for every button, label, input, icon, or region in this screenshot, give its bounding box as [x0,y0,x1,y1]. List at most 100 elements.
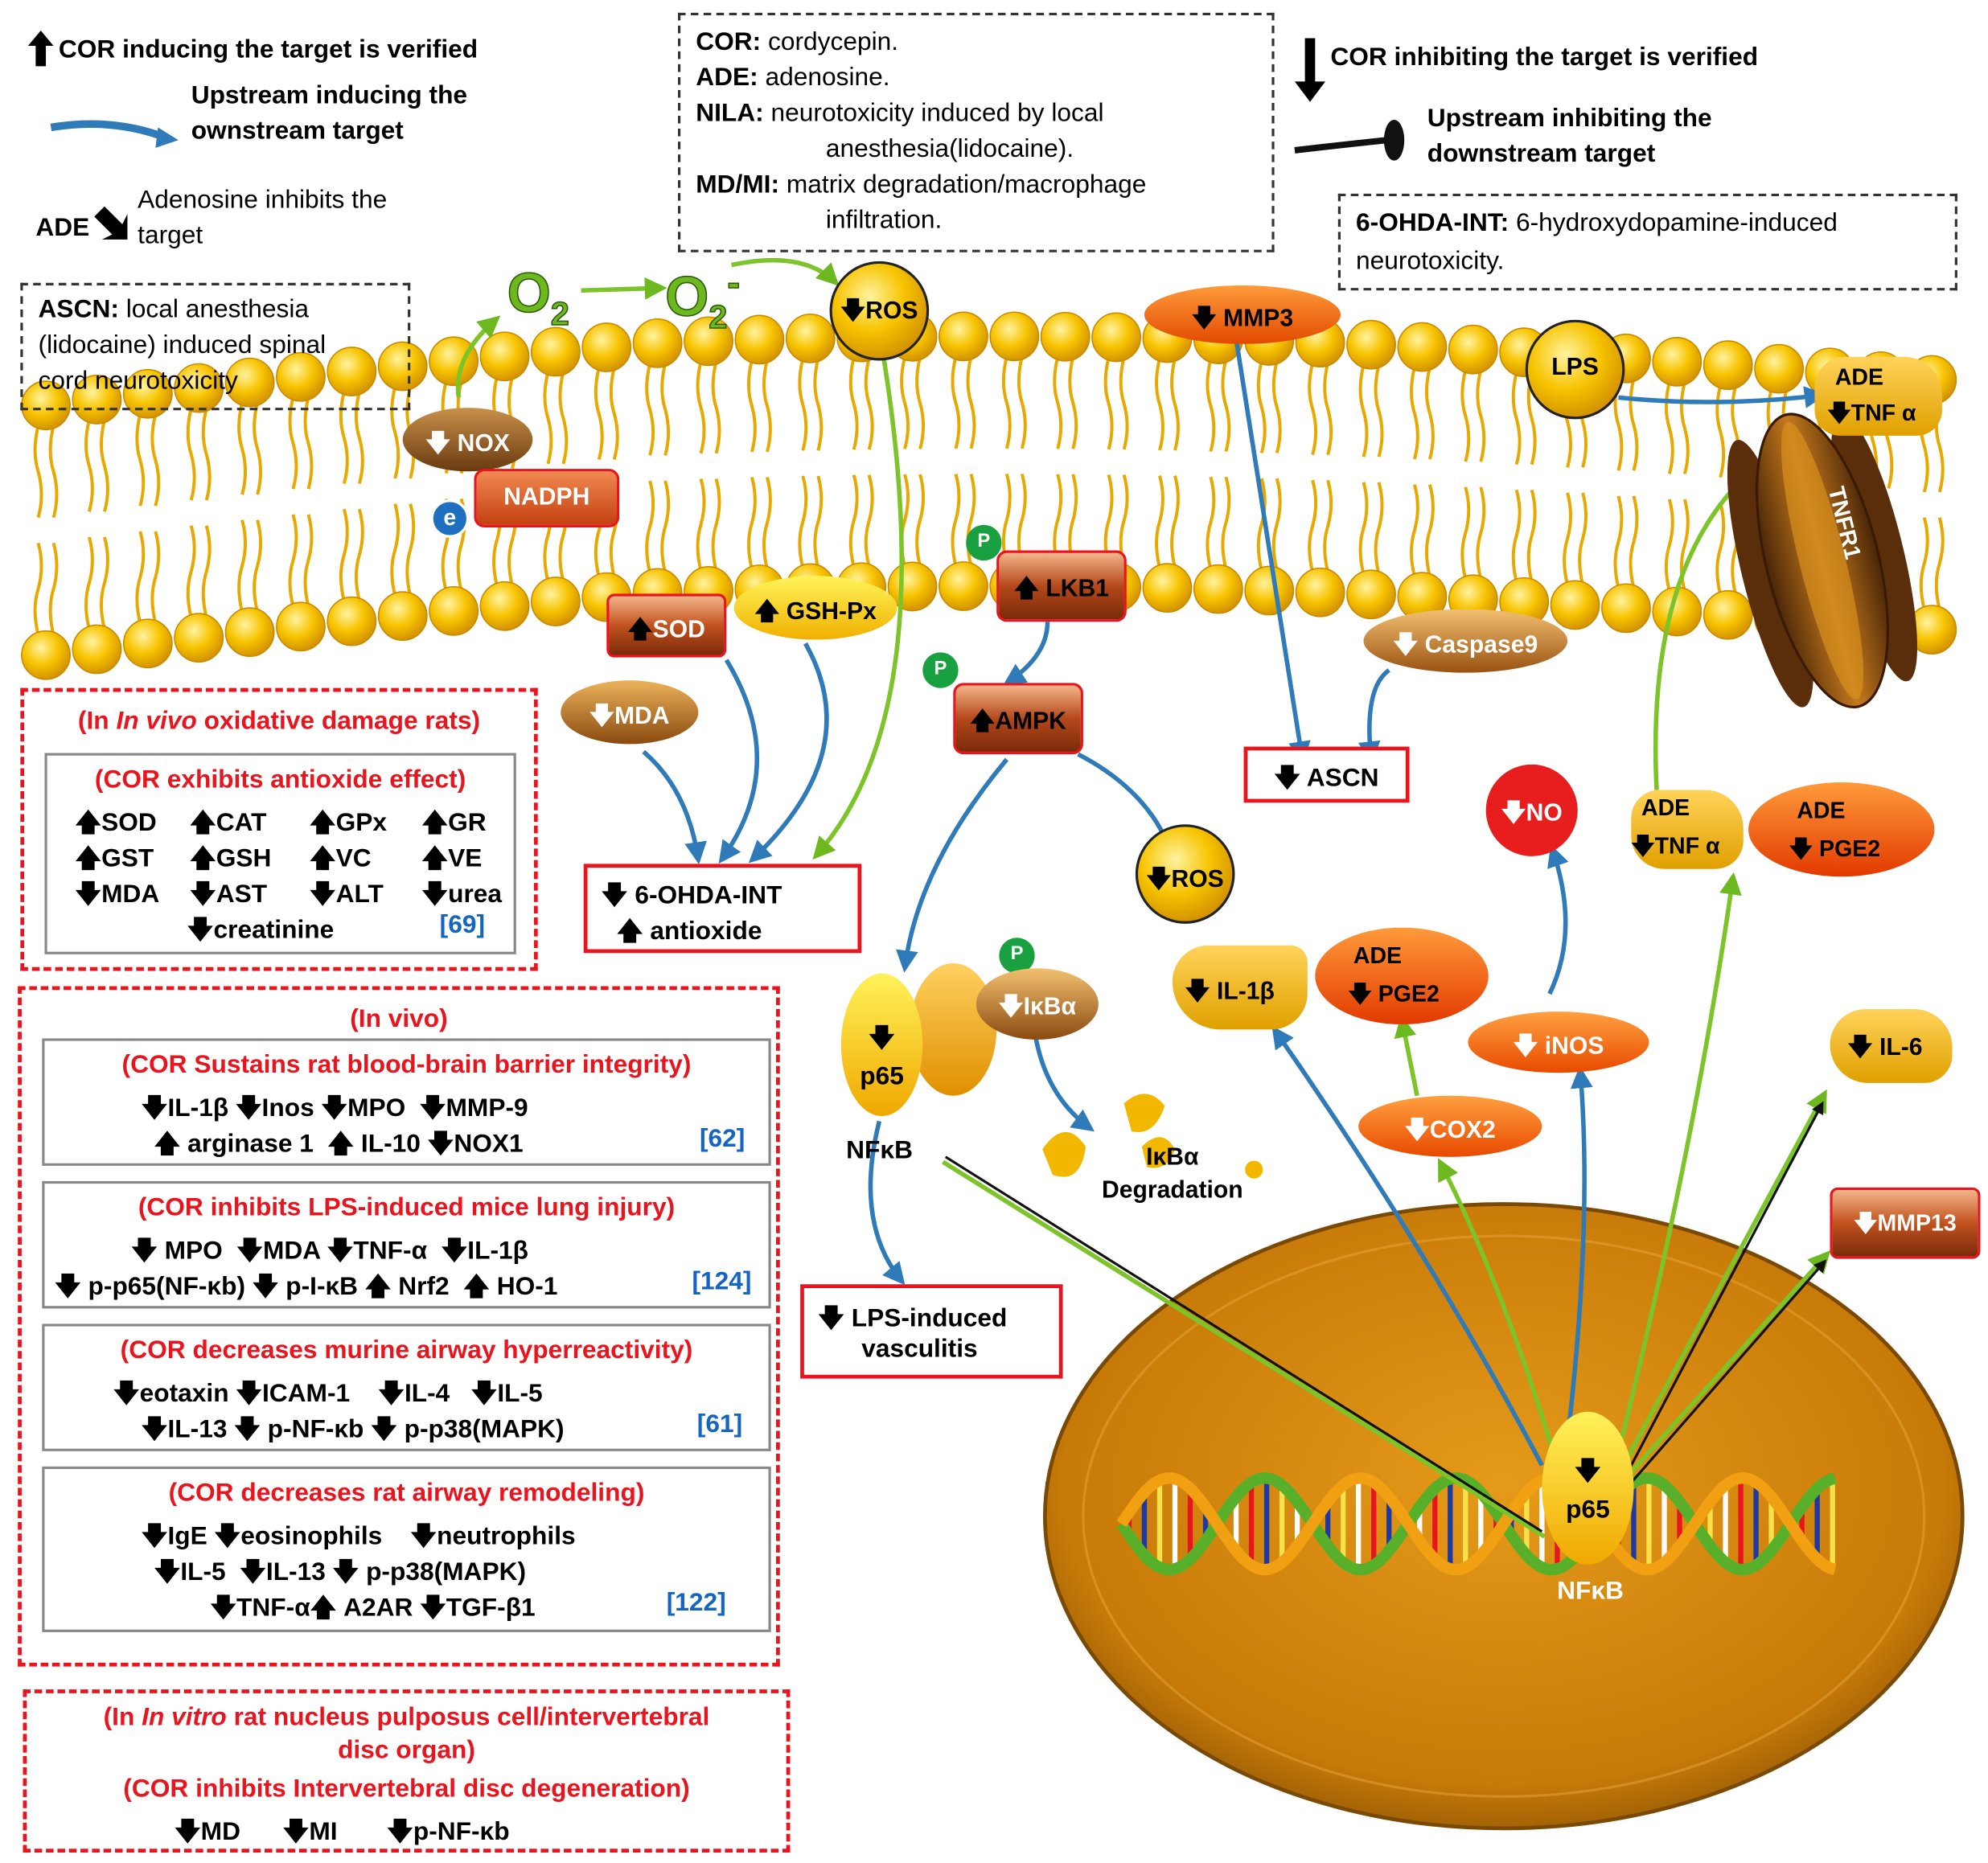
nadph-node [474,469,620,528]
sod-node [606,593,727,658]
oxidative-marker: 🡅GPx [310,809,388,838]
pge2-mid-node [1315,927,1489,1025]
airway-hyper-box: (COR decreases murine airway hyperreacti… [42,1323,771,1451]
gshpx-label: 🡅 GSH-Px [754,598,877,626]
airway-remodel-row-1: 🡇IgE 🡇eosinophils 🡇neutrophils [141,1522,576,1551]
mdmi-key: MD/MI: [696,170,780,199]
arrow-lps-to-tnf [1618,386,1827,408]
pge2-right-label: 🡇 PGE2 [1789,835,1881,862]
bbb-row-1: 🡇IL-1β 🡇Inos 🡇MPO 🡇MMP-9 [141,1094,528,1123]
phospho-ampk [922,652,959,688]
oxidative-panel-header: (In In vivo oxidative damage rats) [77,707,481,736]
oxidative-marker: 🡇MDA [75,880,160,909]
nuclear-p65-label: 🡇p65 [1566,1457,1610,1524]
legend-down-arrow-icon [1294,38,1325,102]
ikba-label: 🡇IκBα [998,993,1077,1021]
oxidative-ref: [69] [439,910,486,939]
ohda-outcome-label: 🡇 6-OHDA-INT [601,881,782,910]
legend-upstream-inhibit-1: Upstream inhibiting the [1427,104,1712,133]
ohda-value-1: 6-hydroxydopamine-induced [1515,208,1838,237]
legend-induce-verified: COR inducing the target is verified [58,35,479,64]
cor-key: COR: [696,27,762,56]
nfkb-label: NFκB [846,1136,913,1165]
arrow-o2-to-superoxide [581,277,667,300]
invitro-line-3: (COR inhibits Intervertebral disc degene… [123,1775,690,1803]
oxidative-marker: 🡅GST [75,844,154,873]
airway-hyper-ref: [61] [696,1410,743,1439]
nuclear-nfkb-label: NFκB [1557,1577,1624,1606]
tnf-ade: ADE [1641,794,1690,821]
inos-label: 🡇 iNOS [1513,1033,1604,1061]
legend-up-arrow-icon [27,31,54,67]
bbb-box: (COR Sustains rat blood-brain barrier in… [42,1038,771,1166]
invitro-line-2: disc organ) [338,1736,475,1765]
legend-upstream-induce-1: Upstream inducing the [191,81,468,110]
legend-inhibit-verified: COR inhibiting the target is verified [1330,43,1759,72]
ikba-node [976,968,1099,1040]
oxidative-marker: 🡅CAT [190,809,267,838]
arrow-nfkb-to-il6 [1621,1089,1827,1467]
invivo-header: (In vivo) [350,1005,448,1034]
arrow-nfkb-to-pge2 [1616,872,1742,1454]
tnfr1-receptor [1727,412,1918,709]
nila-key: NILA: [696,99,764,128]
airway-remodel-row-3: 🡇TNF-α🡅 A2AR 🡇TGF-β1 [210,1594,536,1623]
ikba-degradation-label-1: IκBα [1146,1143,1199,1172]
oxidative-panel: (In In vivo oxidative damage rats) (COR … [20,687,538,971]
caspase9-node [1363,609,1568,673]
cox2-label: 🡇COX2 [1404,1117,1496,1144]
oxidative-subtitle: (COR exhibits antioxide effect) [94,765,466,794]
sod-label: 🡅SOD [627,616,705,644]
lung-injury-box: (COR inhibits LPS-induced mice lung inju… [42,1180,771,1309]
superoxide-label: O2- [664,262,741,337]
arrow-lkb1-to-ampk [1003,622,1050,686]
oxidative-creatinine: 🡇creatinine [187,916,335,945]
inos-node [1468,1012,1649,1073]
o2-label: O2 [507,262,570,333]
vasculitis-label-1: 🡇 LPS-induced [818,1304,1008,1333]
ohda-value-2: neurotoxicity. [1356,247,1505,276]
ikba-degradation-label-2: Degradation [1101,1177,1243,1204]
nadph-label: NADPH [503,484,590,511]
pge2-right-node [1748,782,1935,877]
electron-label: e [443,504,457,531]
airway-remodel-row-2: 🡇IL-5 🡇IL-13 🡇 p-p38(MAPK) [154,1557,527,1586]
phospho-lkb1-label: P [977,530,991,552]
vasculitis-label-2: vasculitis [861,1335,978,1364]
invitro-panel: (In In vitro rat nucleus pulposus cell/i… [23,1689,791,1853]
bbb-ref: [62] [699,1125,746,1154]
legend-ade-prefix: ADE [35,214,90,243]
phospho-ikba-label: P [1010,942,1024,965]
antioxide-outcome-label: 🡅 antioxide [616,917,762,946]
il6-node [1830,1009,1953,1083]
mmp13-node [1830,1187,1981,1259]
legend-ade-inhibits-2: target [138,221,203,250]
arrow-nfkb-to-cox2 [1438,1158,1560,1467]
ros-top-label: 🡇ROS [840,298,918,326]
arrow-superoxide-to-ros [730,257,840,286]
ohda-key: 6-OHDA-INT: [1356,208,1509,237]
arrow-nfkb-to-il1b [1271,1025,1544,1467]
oxidative-marker: 🡅SOD [75,809,157,838]
nila-value-1: neurotoxicity induced by local [770,99,1104,128]
mmp3-label: 🡇 MMP3 [1191,306,1294,333]
ade-value: adenosine. [765,64,890,92]
oxidative-inner-box: (COR exhibits antioxide effect) 🡅SOD 🡅CAT… [44,753,516,954]
arrow-ikba-to-degradation [1032,1032,1095,1132]
invitro-line-1: (In In vitro rat nucleus pulposus cell/i… [103,1703,710,1732]
tnf-label: 🡇TNF α [1631,833,1720,860]
airway-remodel-ref: [122] [666,1588,726,1617]
phospho-ampk-label: P [934,657,947,679]
caspase9-label: 🡇 Caspase9 [1393,631,1538,659]
ampk-node [953,683,1083,755]
arrow-p65-to-vasculitis [868,1120,906,1286]
phospho-ikba [999,938,1035,974]
tnf-membrane-node [1814,356,1942,436]
mmp3-node [1144,285,1341,344]
ikba-fragments [1042,1094,1263,1179]
airway-remodel-title: (COR decreases rat airway remodeling) [168,1479,645,1508]
il1b-node [1172,945,1308,1030]
ampk-label: 🡅AMPK [970,708,1066,736]
cor-value: cordycepin. [767,27,899,56]
tnf-membrane-ade: ADE [1834,364,1884,390]
